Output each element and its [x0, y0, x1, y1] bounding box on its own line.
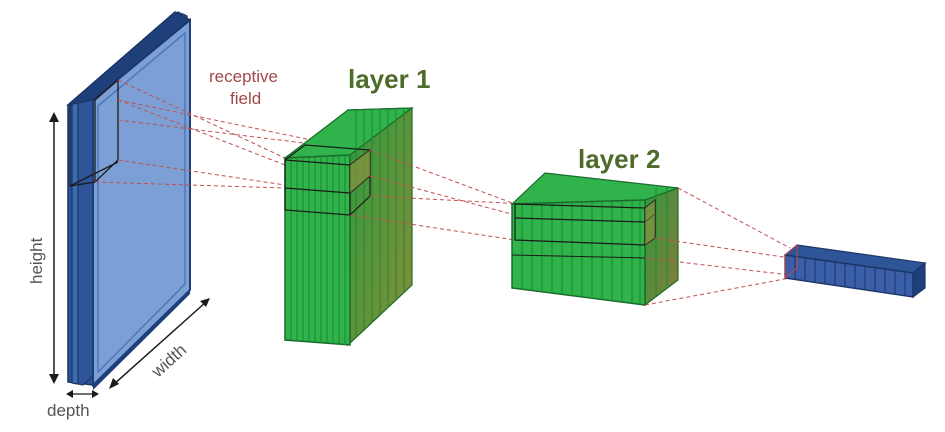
layer2-title: layer 2 — [578, 144, 660, 174]
input-volume — [65, 11, 192, 390]
receptive-field-label-line2: field — [230, 89, 261, 108]
output-volume — [783, 243, 927, 299]
height-label: height — [27, 237, 46, 284]
width-label: width — [147, 340, 190, 381]
layer2-volume — [510, 172, 679, 307]
layer1-title: layer 1 — [348, 64, 430, 94]
width-arrow — [109, 298, 210, 389]
connections-layer2-output — [644, 187, 791, 306]
depth-arrow — [66, 390, 99, 398]
layer1-volume — [283, 107, 414, 347]
depth-label: depth — [47, 401, 90, 420]
receptive-field-label-line1: receptive — [209, 67, 278, 86]
height-arrow — [49, 112, 59, 384]
